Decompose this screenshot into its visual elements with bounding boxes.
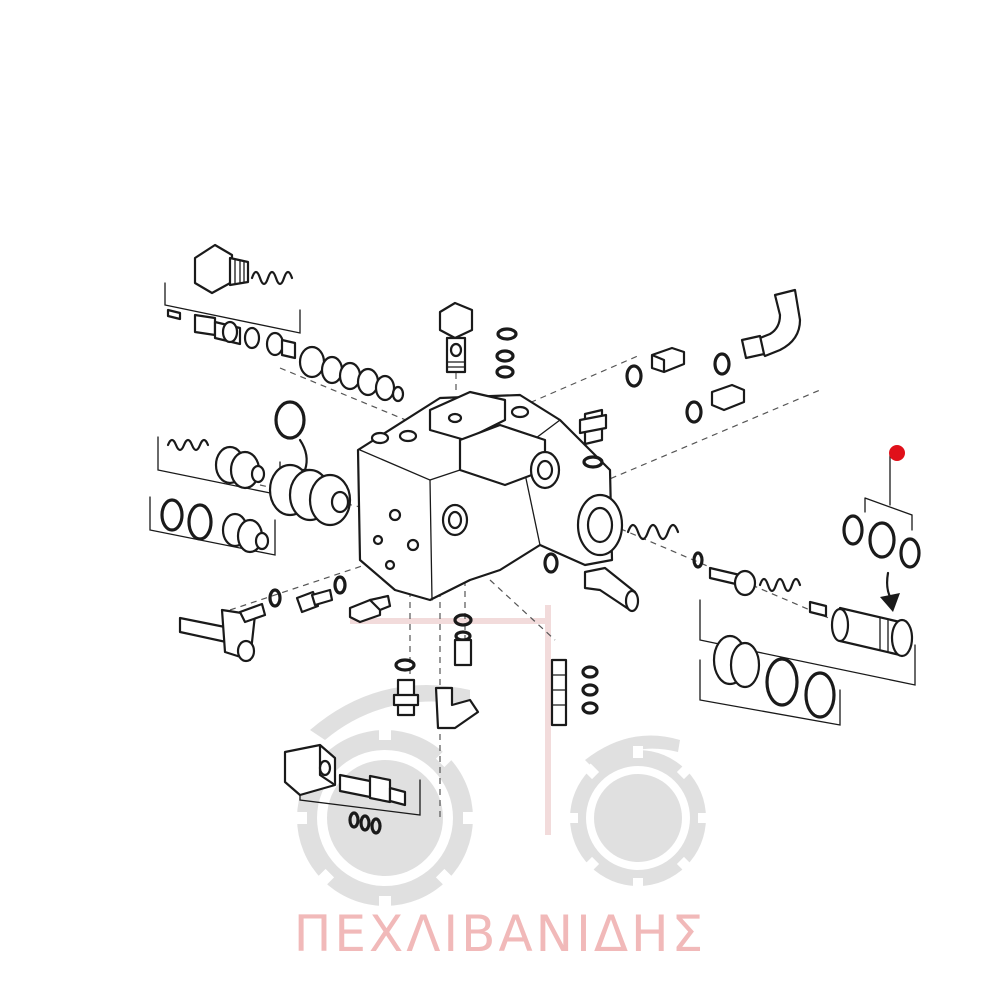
check-valve-stem (550, 658, 599, 727)
o-rings-top-center (495, 327, 518, 379)
banjo-bolt (438, 301, 474, 374)
t-fitting (178, 602, 267, 663)
bottom-fittings (392, 613, 480, 730)
arrow-down-icon (880, 593, 900, 612)
o-rings-right-upper (625, 352, 731, 424)
spool-valve-long (298, 345, 405, 403)
valve-housing (356, 390, 624, 602)
solenoid-valve-cartridge (338, 773, 407, 835)
spool-valve-upper (166, 308, 297, 360)
highlight-marker-dot[interactable] (889, 445, 905, 461)
seal-ring-kit (842, 445, 921, 612)
adapter-fitting-top (578, 408, 608, 469)
piston-large (268, 463, 352, 527)
assembly-axis-lines (229, 330, 881, 820)
small-bolt-left (268, 575, 347, 614)
tractor-wheels-logo (293, 605, 710, 910)
angled-fitting (543, 552, 640, 613)
solenoid-coil (283, 743, 337, 797)
spring-right (758, 577, 828, 618)
spring-right-center (626, 523, 704, 569)
adapter-fitting-lower (348, 594, 392, 624)
piston-left (214, 445, 266, 490)
watermark-brand-text: ΠΕΧΛΙΒΑΝΙΔΗΣ (293, 905, 707, 963)
plug-right (830, 606, 914, 658)
relief-spring (250, 270, 294, 286)
elbow-fitting (740, 288, 802, 360)
pilot-pin-right (708, 566, 757, 597)
spring-left-middle (166, 438, 210, 452)
snap-rings-left (160, 498, 270, 554)
union-fitting-lower (710, 383, 746, 412)
piston-right-lower (712, 634, 836, 719)
pressure-relief-plug (193, 243, 250, 295)
union-fitting-upper (650, 346, 686, 374)
